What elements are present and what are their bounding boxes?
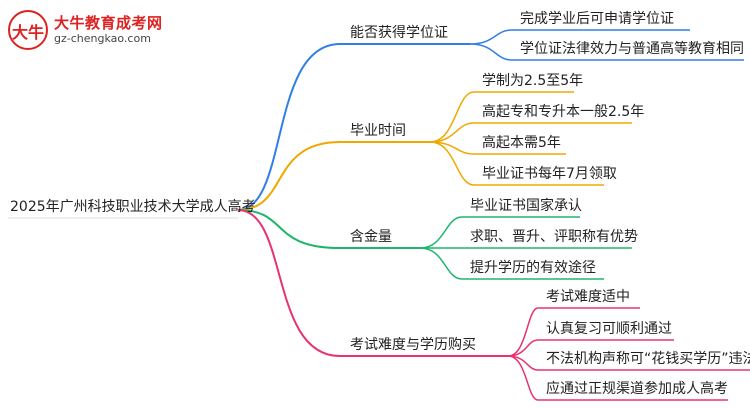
branch-degree: 能否获得学位证 — [350, 25, 448, 41]
leaf-exam-4: 应通过正规渠道参加成人高考 — [546, 381, 728, 397]
branch-connector-4 — [237, 209, 341, 357]
leaf-connector-2-2 — [429, 122, 475, 143]
logo-url: gz-chengkao.com — [54, 32, 151, 45]
branch-value: 含金量 — [350, 229, 392, 245]
leaf-exam-1: 考试难度适中 — [546, 289, 630, 305]
leaf-value-3: 提升学历的有效途径 — [470, 260, 596, 276]
branch-graduation: 毕业时间 — [350, 123, 406, 139]
leaf-graduation-3: 高起本需5年 — [482, 135, 561, 151]
branch-connector-3 — [237, 209, 341, 249]
leaf-graduation-4: 毕业证书每年7月领取 — [482, 166, 617, 182]
logo-mark-icon: 大牛 — [8, 10, 48, 50]
leaf-value-1: 毕业证书国家承认 — [470, 198, 582, 214]
leaf-connector-2-1 — [429, 91, 475, 143]
leaf-connector-3-3 — [419, 247, 463, 280]
leaf-degree-2: 学位证法律效力与普通高等教育相同 — [520, 41, 744, 57]
leaf-exam-2: 认真复习可顺利通过 — [546, 321, 672, 337]
branch-exam: 考试难度与学历购买 — [350, 337, 476, 353]
site-logo: 大牛 大牛教育成考网 gz-chengkao.com — [8, 8, 178, 52]
leaf-connector-4-3 — [507, 355, 539, 371]
root-topic: 2025年广州科技职业技术大学成人高考 — [10, 199, 256, 215]
leaf-connector-2-4 — [429, 141, 475, 186]
leaf-exam-3: 不法机构声称可“花钱买学历”违法 — [546, 351, 750, 367]
branch-connector-1 — [237, 43, 341, 211]
leaf-degree-1: 完成学业后可申请学位证 — [520, 11, 674, 27]
leaf-connector-4-1 — [507, 307, 539, 357]
leaf-connector-1-2 — [469, 43, 513, 61]
branch-connector-2 — [237, 141, 341, 211]
leaf-value-2: 求职、晋升、评职称有优势 — [470, 229, 638, 245]
leaf-connector-1-1 — [469, 29, 513, 45]
logo-title: 大牛教育成考网 — [54, 14, 163, 32]
leaf-connector-3-1 — [419, 216, 463, 249]
leaf-graduation-2: 高起专和专升本一般2.5年 — [482, 104, 645, 120]
leaf-connector-4-4 — [507, 355, 539, 401]
leaf-graduation-1: 学制为2.5至5年 — [482, 73, 584, 89]
logo-glyph: 大牛 — [11, 23, 44, 42]
